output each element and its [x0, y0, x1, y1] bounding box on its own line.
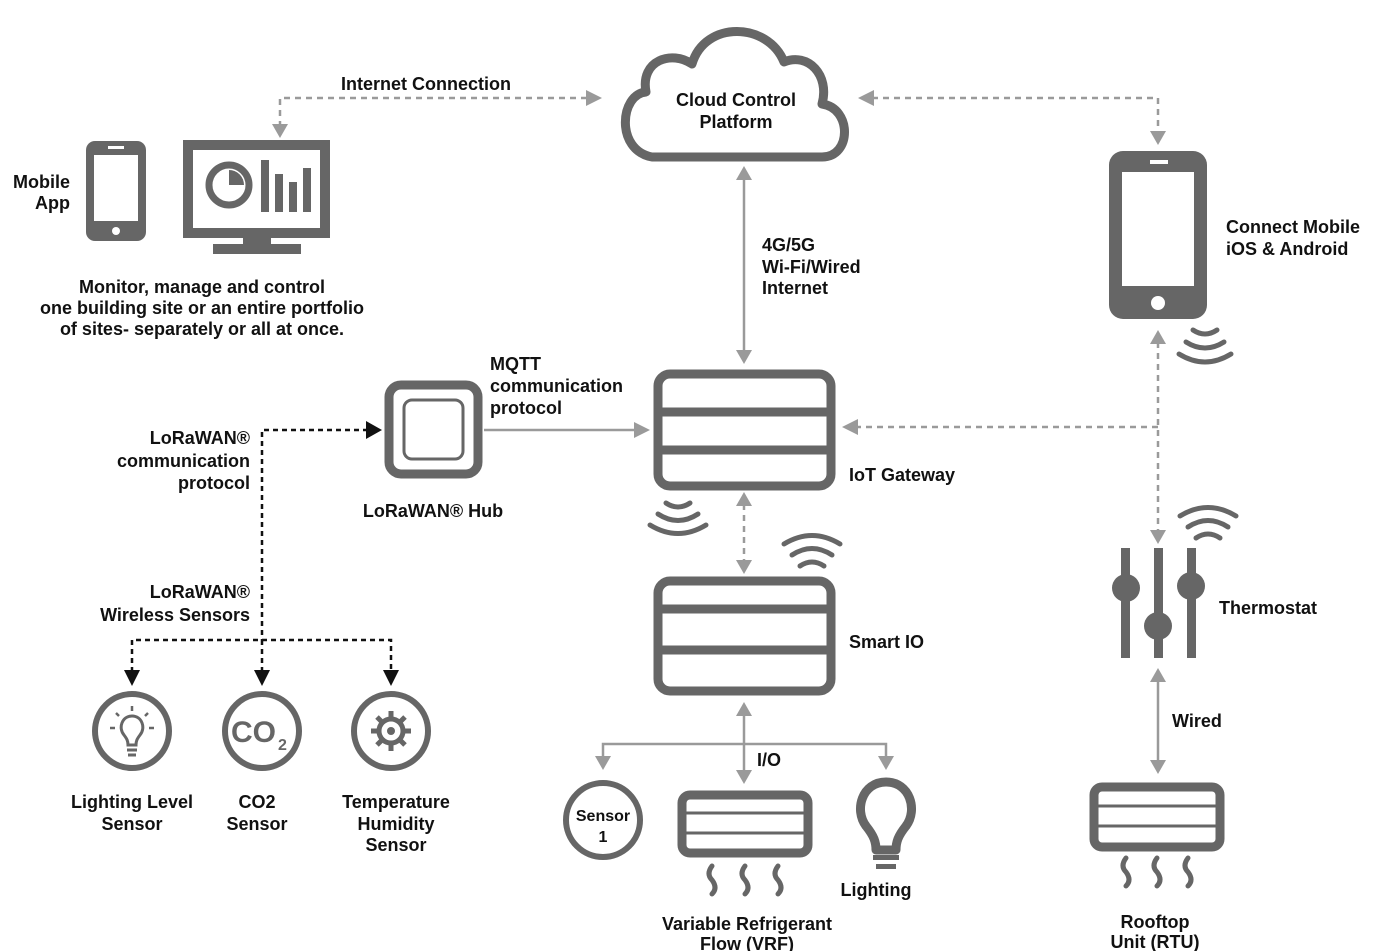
- vrf-label-line1: Variable Refrigerant: [662, 914, 832, 934]
- arrow-to-sensor1: [595, 756, 611, 770]
- arrow-gateway-right: [842, 419, 858, 435]
- cloud-mobile-line: [872, 96, 1160, 133]
- thermostat-slider-icon: [1112, 548, 1205, 658]
- arrow-to-monitor: [272, 124, 288, 138]
- temperature-humidity-sensor-icon: [351, 691, 431, 771]
- arrow-up-mobile: [1150, 330, 1166, 344]
- rooftop-unit-icon: [1089, 782, 1225, 889]
- lorawan-comm-label-line3: protocol: [178, 473, 250, 493]
- lorawan-sensors-label-line1: LoRaWAN®: [150, 582, 250, 602]
- iot-gateway-icon: [653, 369, 836, 491]
- lorawan-branch-line: [130, 638, 393, 672]
- arrow-up-smartio: [736, 702, 752, 716]
- vrf-label-line2: Flow (VRF): [700, 934, 794, 951]
- monitor-caption-line1: Monitor, manage and control: [79, 277, 325, 297]
- wired-label: Wired: [1172, 711, 1222, 731]
- co2-icon-subscript: 2: [278, 737, 287, 754]
- io-branch-line: [601, 742, 888, 758]
- lighting-level-sensor-icon: [92, 691, 172, 771]
- connect-mobile-label-line1: Connect Mobile: [1226, 217, 1360, 237]
- lorawan-comm-label-line2: communication: [117, 451, 250, 471]
- arrow-up-thermostat: [1150, 668, 1166, 682]
- monitor-caption-line2: one building site or an entire portfolio: [40, 298, 364, 318]
- light-bulb-icon: [856, 777, 916, 869]
- thermostat-label: Thermostat: [1219, 598, 1317, 618]
- arrow-down-rtu: [1150, 760, 1166, 774]
- lorawan-hub-label: LoRaWAN® Hub: [363, 501, 503, 521]
- cloud-label-line2: Platform: [699, 112, 772, 132]
- mobile-app-label-line2: App: [35, 193, 70, 213]
- wireless-signal-icon: [1176, 327, 1234, 365]
- sensor-1-icon: [563, 780, 643, 860]
- vrf-unit-icon: [677, 790, 813, 897]
- arrow-to-cloud-right: [858, 90, 874, 106]
- rtu-label-line2: Unit (RTU): [1111, 932, 1200, 951]
- iot-gateway-label: IoT Gateway: [849, 465, 955, 485]
- lighting-label: Lighting: [841, 880, 912, 900]
- wireless-signal-icon: [781, 533, 843, 569]
- lorawan-sensors-label-line2: Wireless Sensors: [100, 605, 250, 625]
- arrow-down-gateway: [736, 350, 752, 364]
- temp-sensor-label-line2: Humidity: [357, 814, 434, 834]
- mobile-app-label-line1: Mobile: [13, 172, 70, 192]
- monitor-dashboard-icon: [183, 140, 330, 254]
- smart-io-label: Smart IO: [849, 632, 924, 652]
- temp-sensor-label-line3: Sensor: [365, 835, 426, 855]
- co2-sensor-label-line2: Sensor: [226, 814, 287, 834]
- arrow-to-temp-sensor: [383, 670, 399, 686]
- internet-connection-label: Internet Connection: [341, 74, 511, 94]
- mqtt-label-line2: communication: [490, 376, 623, 396]
- arrow-to-hub: [366, 421, 382, 439]
- rtu-label-line1: Rooftop: [1121, 912, 1190, 932]
- arrow-to-gateway: [634, 422, 650, 438]
- lorawan-link-line: [260, 428, 368, 640]
- network-label-line2: Wi-Fi/Wired: [762, 257, 861, 277]
- arrow-to-lighting: [878, 756, 894, 770]
- lighting-sensor-label-line2: Sensor: [101, 814, 162, 834]
- arrow-down-thermostat: [1150, 530, 1166, 544]
- io-label: I/O: [757, 750, 781, 770]
- co2-sensor-label-line1: CO2: [238, 792, 275, 812]
- connect-mobile-label-line2: iOS & Android: [1226, 239, 1348, 259]
- arrow-to-co2-sensor: [254, 670, 270, 686]
- sensor1-label-line2: 1: [599, 829, 608, 846]
- connectors: [124, 90, 1166, 784]
- co2-icon: CO 2: [222, 691, 302, 771]
- internet-connection-line: [278, 96, 588, 127]
- network-label-line1: 4G/5G: [762, 235, 815, 255]
- arrow-to-mobile: [1150, 131, 1166, 145]
- mobile-phone-icon: [86, 141, 146, 241]
- mqtt-label-line1: MQTT: [490, 354, 541, 374]
- co2-icon-text: CO: [231, 716, 276, 749]
- gear-icon: [371, 711, 411, 751]
- cloud-label-line1: Cloud Control: [676, 90, 796, 110]
- wireless-signal-icon: [1177, 505, 1239, 541]
- smart-io-icon: [653, 576, 836, 696]
- arrow-up-cloud: [736, 166, 752, 180]
- lorawan-comm-label-line1: LoRaWAN®: [150, 428, 250, 448]
- lighting-sensor-label-line1: Lighting Level: [71, 792, 193, 812]
- mobile-phone-icon: [1109, 151, 1207, 319]
- wireless-signal-icon: [647, 500, 709, 536]
- arrow-down-vrf: [736, 770, 752, 784]
- arrow-to-cloud-left: [586, 90, 602, 106]
- mqtt-label-line3: protocol: [490, 398, 562, 418]
- monitor-caption-line3: of sites- separately or all at once.: [60, 319, 344, 339]
- arrow-to-light-sensor: [124, 670, 140, 686]
- arrow-up-gateway: [736, 492, 752, 506]
- sensor1-label-line1: Sensor: [576, 808, 630, 825]
- temp-sensor-label-line1: Temperature: [342, 792, 450, 812]
- cloud-icon: [621, 27, 849, 162]
- lorawan-hub-icon: [384, 380, 483, 479]
- arrow-down-smartio: [736, 560, 752, 574]
- network-label-line3: Internet: [762, 278, 828, 298]
